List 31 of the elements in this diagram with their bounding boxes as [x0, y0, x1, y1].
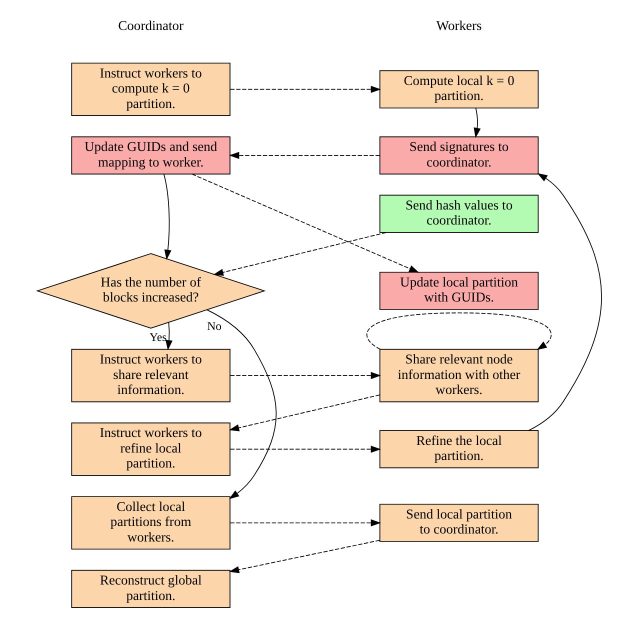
arrow	[213, 232, 386, 276]
node-box: Reconstruct global partition.	[71, 570, 230, 608]
arrow	[228, 540, 380, 574]
node-box: Instruct workers to share relevant information.	[71, 348, 230, 402]
arrow	[206, 309, 277, 500]
node-box: Refine the local partition.	[379, 430, 539, 468]
node-box: Update GUIDs and send mapping to worker.	[71, 136, 230, 174]
node-box: Update local partition with GUIDs.	[379, 272, 539, 310]
arrow	[230, 86, 382, 93]
node-box: Compute local k = 0 partition.	[379, 70, 539, 108]
arrow	[228, 394, 380, 432]
arrow	[230, 519, 382, 526]
node-box: Instruct workers to refine local partition.	[71, 422, 230, 476]
node-box: Send signatures to coordinator.	[379, 136, 539, 174]
arrow	[366, 312, 552, 350]
label: Workers	[436, 18, 482, 33]
edge-label: Yes	[150, 330, 167, 344]
arrow	[230, 446, 382, 453]
arrow	[229, 152, 380, 159]
node-box: Send local partition to coordinator.	[379, 504, 539, 542]
node-box: Share relevant node information with other workers.	[379, 348, 539, 402]
arrow	[192, 174, 420, 273]
node-box: Instruct workers to compute k = 0 partition.	[71, 62, 230, 116]
arrow	[166, 322, 173, 350]
arrow	[230, 372, 382, 380]
node-box: Collect local partitions from workers.	[71, 496, 230, 550]
arrow	[474, 108, 481, 138]
node-box: Send hash values to coordinator.	[379, 194, 539, 233]
arrow	[163, 174, 172, 260]
arrow	[528, 173, 602, 431]
label: Coordinator	[118, 18, 184, 33]
